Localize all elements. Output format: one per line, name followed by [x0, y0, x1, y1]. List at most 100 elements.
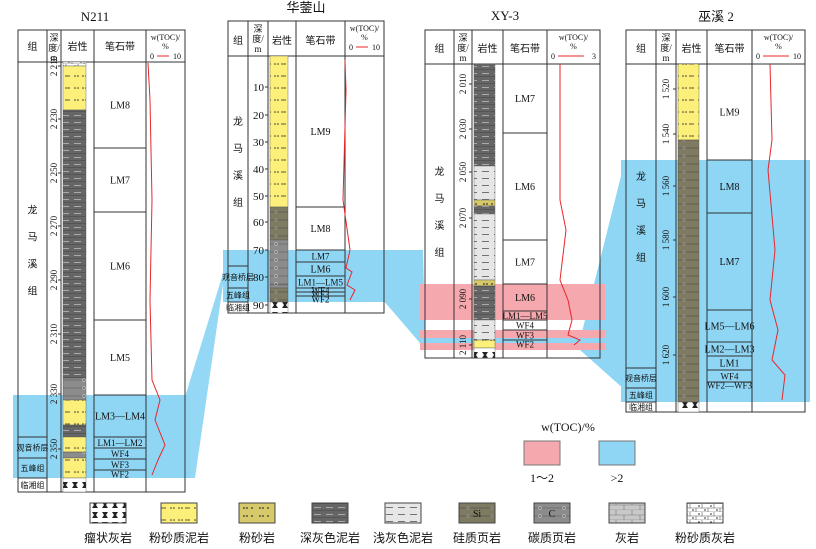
header-group: 组 — [435, 42, 445, 55]
graptolite-zone-label: LM7 — [515, 258, 535, 269]
formation-longmaxi-char: 组 — [28, 285, 38, 298]
well-frame — [17, 29, 186, 493]
graptolite-zone-label: LM8 — [311, 224, 331, 235]
graptolite-zone-label: LM1 — [720, 359, 740, 370]
lithology-segment — [677, 63, 700, 141]
legend-item-nodular-limestone: 瘤状灰岩 — [84, 502, 132, 545]
legend-label: 浅灰色泥岩 — [373, 530, 433, 545]
graptolite-zone-label: WF3 — [111, 460, 130, 470]
lithology-segment — [677, 401, 700, 413]
depth-tick-label: 2 230 — [49, 108, 59, 129]
header-group: 组 — [233, 34, 243, 47]
well-title: N211 — [81, 9, 109, 24]
depth-tick-label: 80 — [253, 272, 265, 284]
lithology-segment — [62, 477, 87, 493]
siltstone-swatch-icon — [238, 502, 276, 524]
header-toc: w(TOC)/ — [559, 33, 589, 42]
formation-wufeng: 五峰组 — [226, 290, 250, 300]
formation-longmaxi-char: 马 — [233, 143, 243, 155]
toc-scale-min: 0 — [756, 52, 760, 61]
lithology-segment — [62, 61, 87, 67]
well-frame — [227, 20, 385, 314]
depth-tick-label: 1 600 — [661, 286, 671, 307]
formation-longmaxi-char: 龙 — [233, 115, 243, 128]
graptolite-zone-label: WF3 — [516, 331, 535, 341]
depth-tick-label: 2 210 — [49, 55, 59, 76]
graptolite-zone-label: LM2—LM3 — [705, 345, 755, 356]
graptolite-zone-label: LM7 — [515, 94, 535, 105]
header-graptolite-zone: 笔石带 — [715, 42, 745, 55]
svg-text:m: m — [459, 53, 466, 63]
formation-wufeng: 五峰组 — [629, 390, 653, 400]
silty-mudstone-swatch-icon — [160, 502, 198, 524]
header-graptolite-zone: 笔石带 — [105, 40, 135, 53]
lithology-segment — [473, 63, 496, 167]
silty-limestone-swatch-icon — [686, 502, 724, 524]
header-depth: 深 — [253, 24, 262, 34]
legend-item-silty-mudstone: 粉砂质泥岩 — [149, 502, 209, 545]
svg-text:度/: 度/ — [457, 42, 469, 53]
lithology-segment — [473, 319, 496, 341]
header-toc: w(TOC)/ — [764, 33, 794, 42]
graptolite-zone-label: WF2—WF3 — [707, 381, 753, 391]
graptolite-zone-label: WF2 — [111, 470, 129, 480]
depth-tick-label: 1 540 — [661, 123, 671, 144]
header-lithology: 岩性 — [682, 42, 702, 55]
svg-text:m: m — [50, 53, 57, 63]
lithology-segment — [269, 287, 289, 303]
header-toc: w(TOC)/ — [350, 24, 380, 33]
depth-tick-label: 20 — [253, 110, 265, 122]
depth-tick-label: 2 330 — [49, 383, 59, 404]
graptolite-zone-label: WF4 — [516, 321, 535, 331]
well-frame — [424, 29, 601, 359]
lithology-segment — [62, 377, 87, 401]
graptolite-zone-label: LM6 — [515, 182, 535, 193]
formation-longmaxi-char: 组 — [233, 196, 243, 209]
lithology-segment — [473, 279, 496, 287]
toc-legend-label-high: >2 — [611, 471, 624, 485]
formation-longmaxi-char: 溪 — [28, 259, 38, 271]
lithology-legend: 瘤状灰岩粉砂质泥岩粉砂岩深灰色泥岩浅灰色泥岩Si硅质页岩C碳质页岩灰岩粉砂质灰岩 — [84, 502, 735, 545]
graptolite-zone-label: LM1—LM2 — [98, 438, 143, 448]
light-gray-mudstone-swatch-icon — [384, 502, 422, 524]
graptolite-zone-label: LM7 — [110, 176, 130, 187]
svg-text:度/: 度/ — [660, 42, 672, 53]
lithology-segment — [269, 301, 289, 314]
toc-curve — [559, 64, 581, 346]
lithology-segment — [473, 205, 496, 215]
lithology-segment — [473, 213, 496, 281]
band-xy3-wuxi2 — [580, 160, 625, 390]
depth-tick-label: 70 — [253, 245, 265, 257]
formation-longmaxi-char: 溪 — [435, 220, 445, 232]
toc-scale-max: 10 — [793, 52, 801, 61]
well-title: 巫溪 2 — [698, 9, 734, 24]
depth-tick-label: 50 — [253, 191, 265, 203]
limestone-swatch-icon — [608, 502, 646, 524]
graptolite-zone-label: LM5 — [110, 353, 130, 364]
svg-text:m: m — [254, 44, 261, 54]
svg-text:m: m — [662, 53, 669, 63]
svg-text:%: % — [570, 42, 577, 51]
svg-text:%: % — [361, 33, 368, 42]
formation-longmaxi-char: 溪 — [233, 170, 243, 182]
formation-longmaxi-char: 龙 — [28, 204, 38, 217]
header-group: 组 — [28, 40, 38, 53]
toc-legend-swatch-high — [598, 440, 636, 466]
toc-legend-title: w(TOC)/% — [541, 420, 595, 434]
legend-label: 灰岩 — [615, 530, 639, 545]
legend-item-light-gray-mudstone: 浅灰色泥岩 — [373, 502, 433, 545]
depth-tick-label: 2 250 — [49, 162, 59, 183]
lithology-segment — [269, 55, 289, 208]
depth-tick-label: 2 270 — [49, 215, 59, 236]
header-toc: w(TOC)/ — [151, 33, 181, 42]
lithology-segment — [62, 436, 87, 453]
header-lithology: 岩性 — [272, 34, 292, 47]
graptolite-zone-label: LM5—LM6 — [705, 322, 755, 333]
toc-scale-max: 10 — [372, 43, 380, 52]
graptolite-zone-label: WF4 — [111, 449, 130, 459]
graptolite-zone-label: LM9 — [311, 127, 331, 138]
graptolite-zone-label: LM1—LM5 — [298, 278, 344, 288]
lithology-segment — [269, 239, 289, 286]
